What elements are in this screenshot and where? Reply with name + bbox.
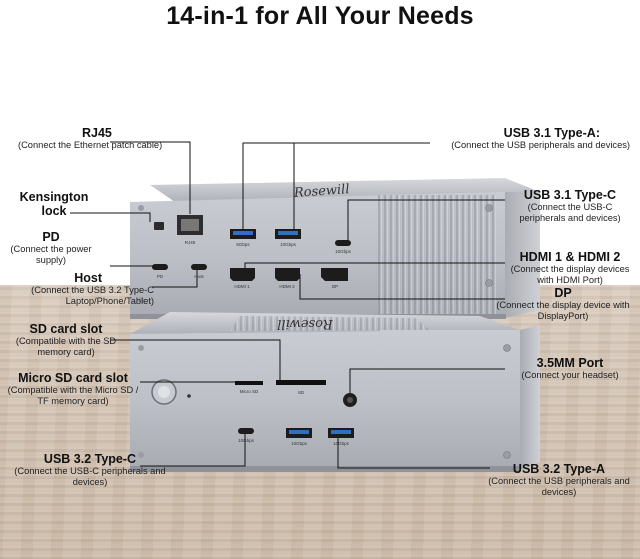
callout-hdmi-title: HDMI 1 & HDMI 2 [519,250,621,264]
port-label-usb-a-front-2: 10Gbps [333,441,350,446]
port-label-host: Host [194,274,204,279]
port-label-hdmi2: HDMI 2 [279,284,295,289]
callout-audio-title: 3.5MM Port [536,356,604,370]
top-hub [130,178,540,319]
callout-usb32a-desc: (Connect the USB peripherals and devices… [488,476,630,498]
callout-pd: PD (Connect the power supply) [10,230,92,266]
callout-usb32c: USB 3.2 Type-C (Connect the USB-C periph… [6,452,174,488]
callout-pd-title: PD [42,230,60,244]
page-heading: 14-in-1 for All Your Needs [166,2,474,30]
callout-host: Host (Connect the USB 3.2 Type-C Laptop/… [4,271,154,307]
callout-usb31c-desc: (Connect the USB-C peripherals and devic… [519,202,621,224]
callout-kensington: Kensington lock [8,190,100,219]
callout-microsd-desc: (Compatible with the Micro SD / TF memor… [7,385,139,407]
callout-sd: SD card slot (Compatible with the SD mem… [12,322,120,358]
callout-rj45-desc: (Connect the Ethernet patch cable) [18,140,163,151]
brand-logo-top: Rosewill [293,182,351,201]
port-label-microsd: Micro SD [240,389,259,394]
callout-usb32c-title: USB 3.2 Type-C [43,452,137,466]
callout-rj45: RJ45 (Connect the Ethernet patch cable) [10,126,180,151]
callout-pd-desc: (Connect the power supply) [10,244,92,266]
callout-dp-title: DP [554,286,572,300]
brand-logo-bottom: Rosewill [277,316,334,331]
port-label-hdmi1: HDMI 1 [234,284,250,289]
callout-dp-desc: (Connect the display device with Display… [496,300,630,322]
callout-hdmi: HDMI 1 & HDMI 2 (Connect the display dev… [506,250,634,286]
callout-hdmi-desc: (Connect the display devices with HDMI P… [510,264,630,286]
callout-audio: 3.5MM Port (Connect your headset) [506,356,634,381]
callout-usb32c-desc: (Connect the USB-C peripherals and devic… [14,466,166,488]
port-label-sd: SD [298,390,305,395]
callout-rj45-title: RJ45 [82,126,112,140]
callout-usb31c: USB 3.1 Type-C (Connect the USB-C periph… [506,188,634,224]
callout-kensington-title: Kensington lock [19,190,89,219]
callout-microsd: Micro SD card slot (Compatible with the … [6,371,140,407]
callout-usb32a-title: USB 3.2 Type-A [512,462,606,476]
leader-lines [70,141,505,469]
callout-microsd-title: Micro SD card slot [18,371,128,385]
callout-audio-desc: (Connect your headset) [521,370,619,381]
port-label-pd: PD [157,274,164,279]
callout-usb31c-title: USB 3.1 Type-C [523,188,617,202]
callout-sd-title: SD card slot [29,322,103,336]
port-label-usb-c-front: 10Gbps [238,438,255,443]
port-label-usb-a-1: 5Gbps [236,242,250,247]
bottom-hub [130,312,540,472]
callout-host-title: Host [74,271,102,285]
callout-usb31a-title: USB 3.1 Type-A: [503,126,600,140]
callout-dp: DP (Connect the display device with Disp… [490,286,636,322]
port-label-usb-c-top: 10Gbps [335,249,352,254]
callout-usb31a-desc: (Connect the USB peripherals and devices… [451,140,630,151]
callout-host-desc: (Connect the USB 3.2 Type-C Laptop/Phone… [31,285,154,307]
port-label-dp: DP [332,284,338,289]
port-label-rj45: RJ45 [185,240,196,245]
port-label-usb-a-front-1: 10Gbps [291,441,308,446]
callout-sd-desc: (Compatible with the SD memory card) [15,336,117,358]
callout-usb31a: USB 3.1 Type-A: (Connect the USB periphe… [410,126,630,151]
port-label-usb-a-2: 10Gbps [280,242,297,247]
callout-usb32a: USB 3.2 Type-A (Connect the USB peripher… [486,462,632,498]
